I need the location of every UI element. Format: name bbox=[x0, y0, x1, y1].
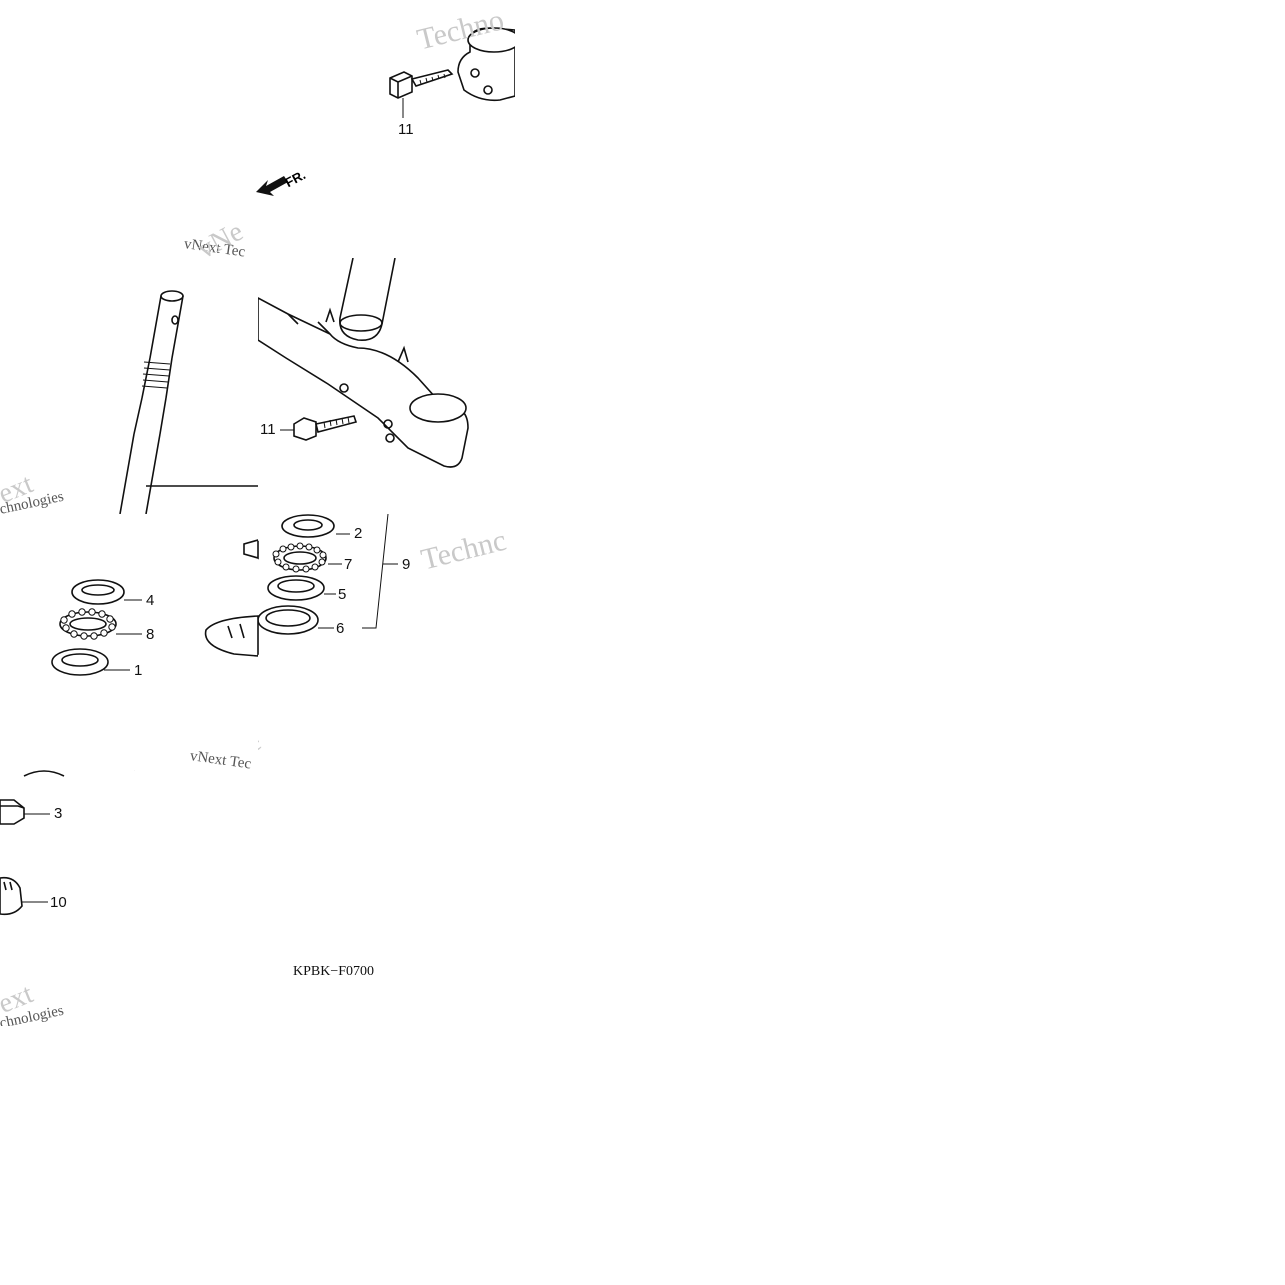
callout-6: 6 bbox=[336, 620, 345, 637]
part-code: KPBK−F0700 bbox=[293, 964, 375, 979]
callout-10: 10 bbox=[50, 894, 67, 911]
tile-nuts: 3 10 logies ext chnologies bbox=[0, 770, 258, 1026]
arc-line bbox=[23, 770, 65, 777]
callout-bracket-9 bbox=[362, 514, 398, 629]
ball-race-icon bbox=[272, 542, 342, 573]
adjusting-nut-icon bbox=[0, 876, 48, 916]
front-arrow-icon bbox=[256, 176, 288, 196]
tile-stem: logies ext chnologies bbox=[0, 258, 258, 514]
callout-1: 1 bbox=[134, 662, 143, 679]
callout-2: 2 bbox=[354, 525, 363, 542]
upper-race-icon bbox=[267, 575, 336, 601]
fork-tube-icon bbox=[339, 258, 396, 341]
callout-8: 8 bbox=[146, 626, 155, 643]
top-bracket-icon bbox=[457, 27, 515, 102]
nuts-drawing bbox=[0, 770, 135, 916]
callout-7: 7 bbox=[344, 556, 353, 573]
upper-race-left-icon bbox=[71, 579, 142, 605]
steering-nut-icon bbox=[0, 799, 50, 825]
tile-right-upper bbox=[515, 258, 516, 514]
bolt-icon bbox=[280, 415, 358, 441]
lower-bearing-drawing bbox=[51, 539, 258, 676]
ball-race-left-icon bbox=[59, 608, 142, 640]
callout-3: 3 bbox=[54, 805, 63, 822]
lower-race-left-icon bbox=[51, 648, 130, 676]
bearing-stack-drawing bbox=[258, 514, 398, 655]
tile-clamp: 11 bbox=[258, 258, 515, 514]
callout-9: 9 bbox=[402, 556, 411, 573]
outer-race-icon bbox=[258, 605, 334, 635]
tile-top: 11 FR. Techno vNext Tec vNe bbox=[0, 0, 515, 258]
callout-11-clamp: 11 bbox=[260, 421, 276, 438]
callout-4: 4 bbox=[146, 592, 155, 609]
callout-5: 5 bbox=[338, 586, 347, 603]
dust-seal-icon bbox=[281, 514, 350, 538]
lock-nut-partial-icon bbox=[204, 539, 258, 657]
steering-stem-icon bbox=[119, 290, 258, 514]
lower-clamp-drawing bbox=[258, 258, 469, 468]
steering-stem-drawing bbox=[119, 290, 258, 514]
callout-11-top: 11 bbox=[398, 121, 414, 138]
lower-clamp-icon bbox=[258, 297, 469, 468]
tile-bearings-left: 4 8 1 vNext Tec bbox=[0, 514, 258, 770]
bolt-icon bbox=[389, 69, 454, 118]
top-bolt-drawing bbox=[256, 27, 515, 196]
tile-bearings-right: 2 7 9 5 6 Technc vNe bbox=[258, 514, 515, 770]
